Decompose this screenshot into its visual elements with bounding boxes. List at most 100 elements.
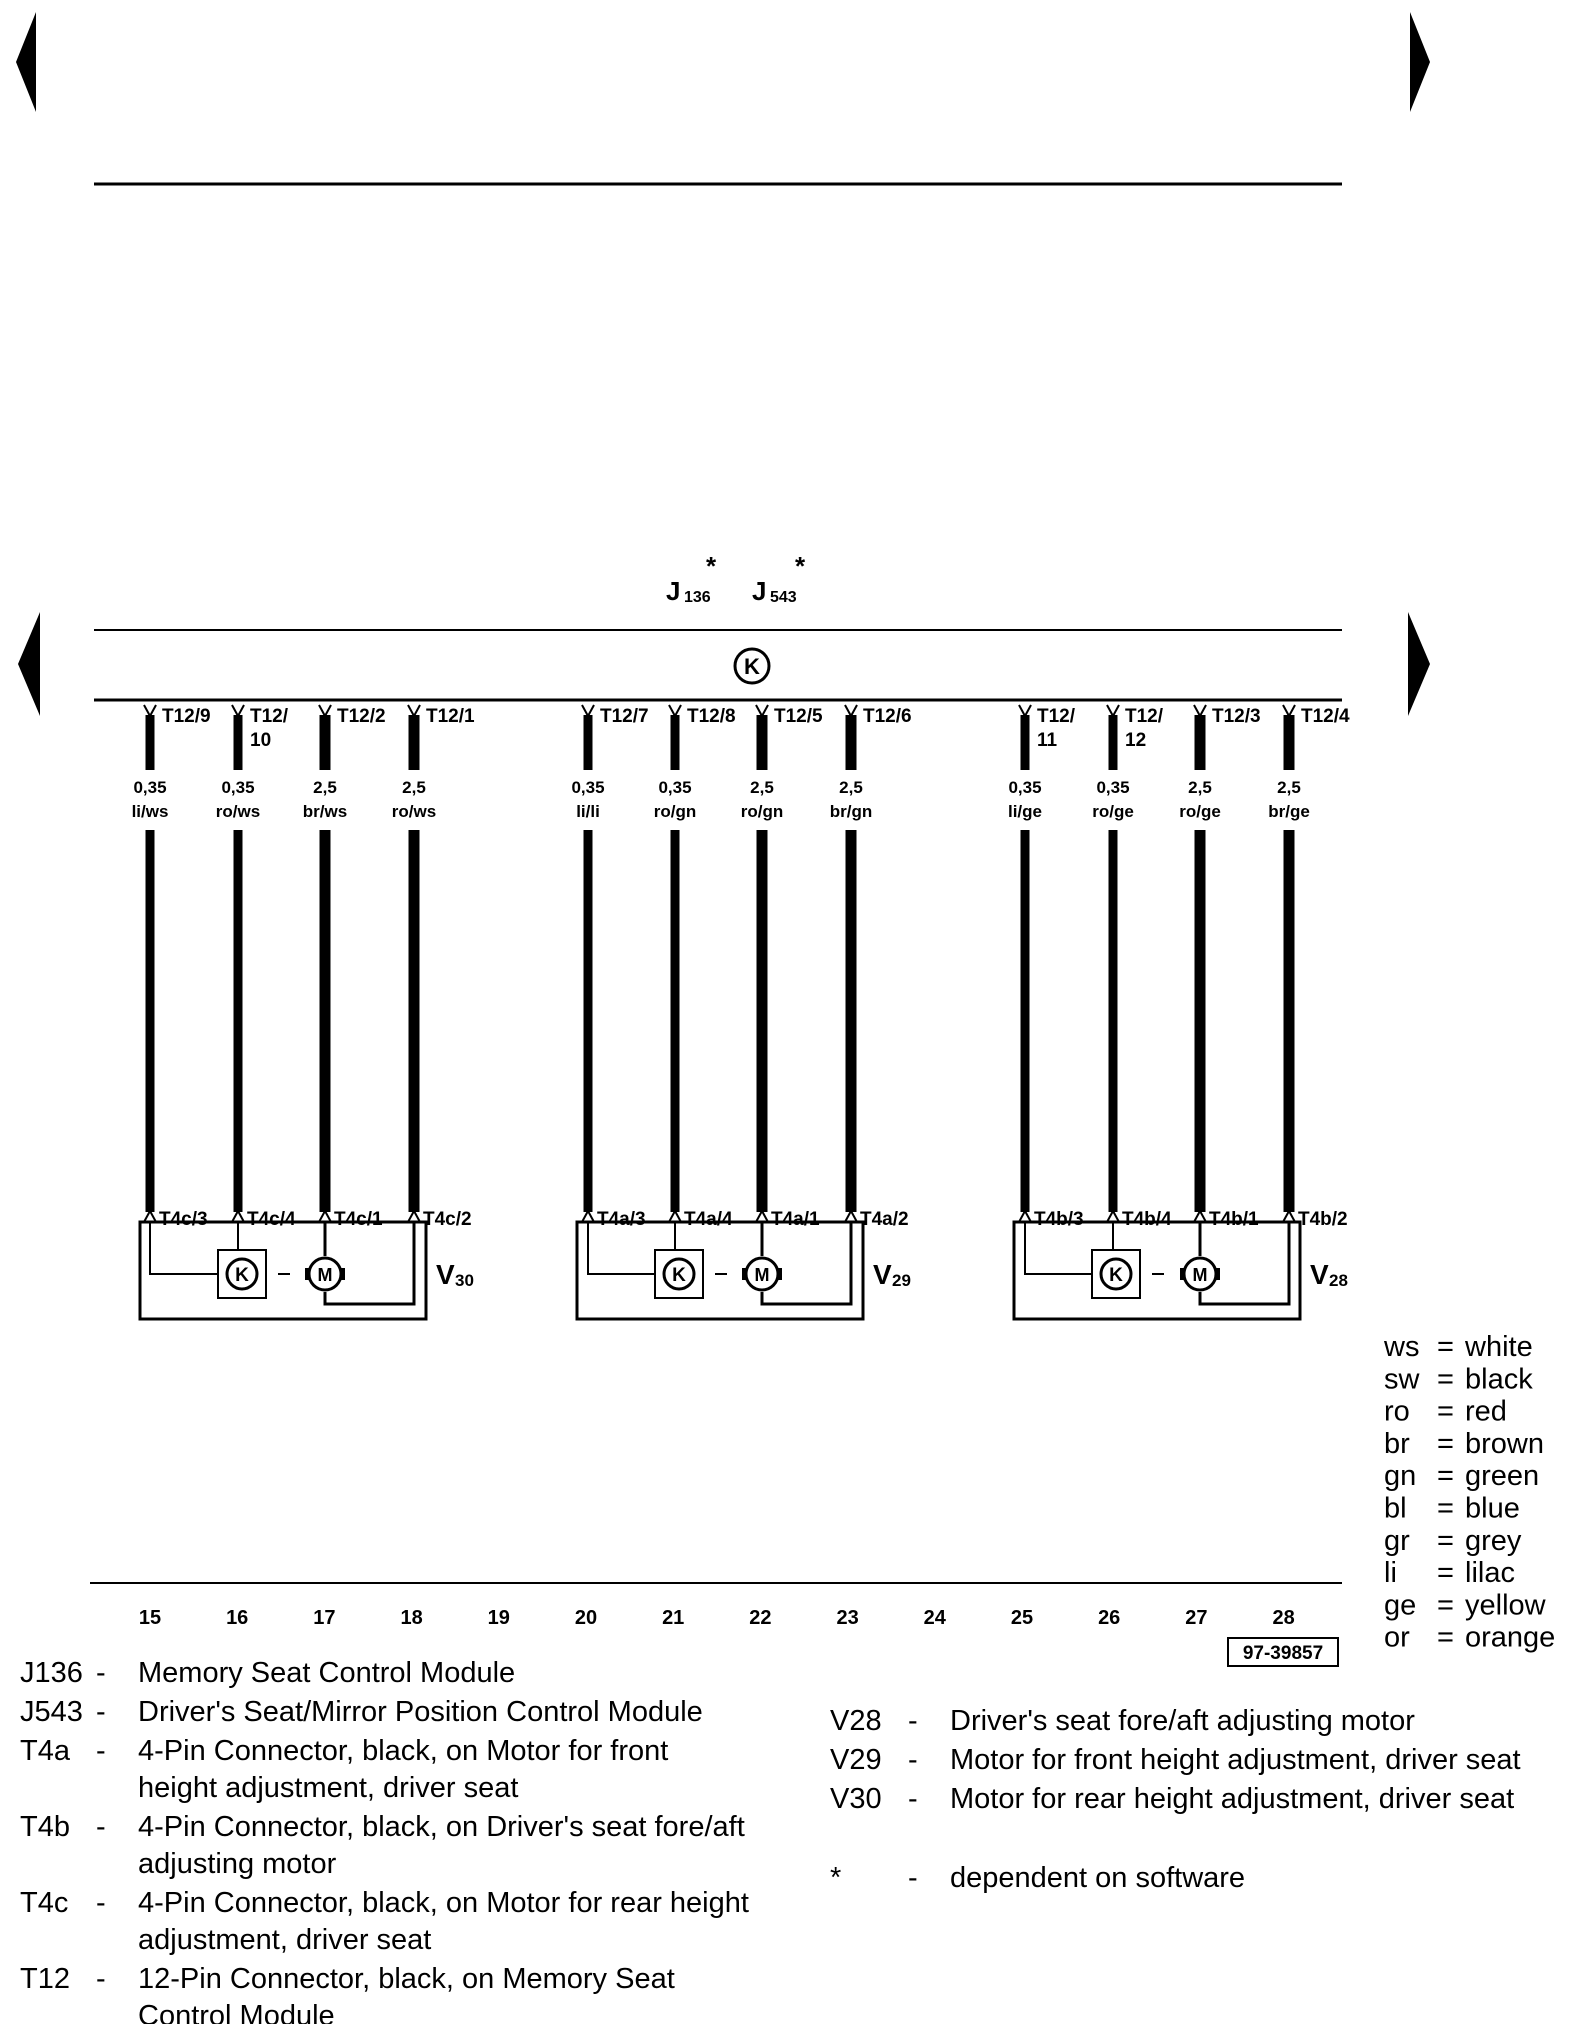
column-number: 25 <box>1011 1607 1033 1629</box>
component-description: Driver's Seat/Mirror Position Control Mo… <box>138 1696 703 1728</box>
component-description: 4-Pin Connector, black, on Motor for rea… <box>138 1887 749 1919</box>
component-dash: - <box>96 1811 106 1843</box>
control-module-labels: J 136 * J 543 * <box>666 551 806 606</box>
internal-wire <box>149 1222 218 1275</box>
color-name: yellow <box>1465 1589 1547 1621</box>
top-pin-label: 12 <box>1125 730 1146 751</box>
component-dash: - <box>908 1783 918 1815</box>
component-code: V30 <box>830 1783 882 1815</box>
wire-top-arrow-icon <box>755 704 769 719</box>
column-number: 20 <box>575 1607 597 1629</box>
top-pin-label: T12/3 <box>1212 706 1261 727</box>
wire-size: 0,35 <box>1096 778 1129 797</box>
top-pin-label: T12/9 <box>162 706 211 727</box>
wire-color-code: ro/gn <box>741 802 784 821</box>
color-name: white <box>1464 1331 1533 1363</box>
wire-color-code: ro/ge <box>1092 802 1134 821</box>
color-code: gr <box>1384 1525 1410 1557</box>
wire-size: 2,5 <box>750 778 774 797</box>
wire-color-code: br/gn <box>830 802 873 821</box>
color-legend: ws=whitesw=blackro=redbr=browngn=greenbl… <box>1383 1331 1555 1654</box>
reference-box: 97-39857 <box>1227 1637 1339 1667</box>
bottom-pin-label: T4a/4 <box>684 1209 733 1230</box>
component-code: V29 <box>830 1744 882 1776</box>
motor-enclosure <box>575 1220 865 1321</box>
component-dash: - <box>96 1963 106 1995</box>
color-code: ge <box>1384 1589 1416 1621</box>
component-description: Control Module <box>138 2000 335 2024</box>
top-pin-label: T12/1 <box>426 706 475 727</box>
top-pin-label: T12/7 <box>600 706 649 727</box>
top-pin-label: T12/5 <box>774 706 823 727</box>
component-dash: - <box>96 1735 106 1767</box>
bottom-pin-label: T4c/4 <box>247 1209 296 1230</box>
wire-bottom-arrow-icon <box>755 1208 769 1223</box>
top-pin-label: T12/2 <box>337 706 386 727</box>
internal-wire <box>323 1222 416 1306</box>
color-name: grey <box>1465 1525 1522 1557</box>
top-pin-label: T12/ <box>1125 706 1164 727</box>
bottom-pin-label: T4c/2 <box>423 1209 472 1230</box>
component-dash: - <box>96 1696 106 1728</box>
component-dash: - <box>96 1887 106 1919</box>
top-pin-label: 10 <box>250 730 271 751</box>
prev-page-arrow-icon[interactable] <box>16 12 36 112</box>
wire-top-arrow-icon <box>1018 704 1032 719</box>
wire-size: 2,5 <box>1188 778 1212 797</box>
position-sensor-letter: K <box>235 1265 249 1286</box>
motor-icon <box>744 1256 780 1292</box>
top-pin-label: 11 <box>1037 730 1058 751</box>
cm-letter-1: J <box>666 576 680 606</box>
motor-icon <box>307 1256 343 1292</box>
column-number: 17 <box>313 1607 335 1629</box>
color-equals: = <box>1437 1557 1454 1589</box>
column-number: 22 <box>749 1607 771 1629</box>
component-description: 12-Pin Connector, black, on Memory Seat <box>138 1963 675 1995</box>
wire-top-arrow-icon <box>1282 704 1296 719</box>
wire-bottom-arrow-icon <box>668 1208 682 1223</box>
motor-designation-letter: V <box>436 1259 455 1290</box>
wire-bottom-arrow-icon <box>1106 1208 1120 1223</box>
color-equals: = <box>1437 1428 1454 1460</box>
component-description: adjusting motor <box>138 1848 337 1880</box>
bottom-pin-label: T4b/3 <box>1034 1209 1084 1230</box>
internal-wire <box>760 1222 853 1306</box>
color-code: li <box>1384 1557 1397 1589</box>
component-description: 4-Pin Connector, black, on Motor for fro… <box>138 1735 668 1767</box>
component-code: T12 <box>20 1963 70 1995</box>
wire-top-arrow-icon <box>1106 704 1120 719</box>
motor-designation-letter: V <box>1310 1259 1329 1290</box>
prev-arrow-icon[interactable] <box>18 612 40 716</box>
color-equals: = <box>1437 1396 1454 1428</box>
component-dash: - <box>908 1862 918 1894</box>
bottom-pin-label: T4a/2 <box>860 1209 909 1230</box>
internal-wire <box>1024 1222 1092 1275</box>
component-code: J136 <box>20 1657 83 1689</box>
cm-mark-1: * <box>706 551 717 581</box>
column-number: 24 <box>924 1607 947 1629</box>
motor-enclosure <box>138 1220 428 1321</box>
next-page-arrow-icon[interactable] <box>1410 12 1430 112</box>
wire-size: 2,5 <box>839 778 863 797</box>
wire-bottom-arrow-icon <box>844 1208 858 1223</box>
next-arrow-icon[interactable] <box>1408 612 1430 716</box>
component-description: Driver's seat fore/aft adjusting motor <box>950 1705 1415 1737</box>
color-equals: = <box>1437 1460 1454 1492</box>
color-code: gn <box>1384 1460 1416 1492</box>
position-sensor-icon <box>662 1257 696 1291</box>
wire-top-arrow-icon <box>668 704 682 719</box>
component-legend: J136-Memory Seat Control ModuleJ543-Driv… <box>20 1657 1521 2024</box>
wire-color-code: ro/ws <box>216 802 260 821</box>
component-description: Memory Seat Control Module <box>138 1657 515 1689</box>
component-code: T4a <box>20 1735 71 1767</box>
column-number: 18 <box>400 1607 422 1629</box>
wire-bottom-arrow-icon <box>231 1208 245 1223</box>
wire-top-arrow-icon <box>407 704 421 719</box>
internal-wire <box>587 1222 655 1275</box>
column-number: 16 <box>226 1607 248 1629</box>
bottom-pin-label: T4c/1 <box>334 1209 383 1230</box>
wire-color-code: br/ws <box>303 802 347 821</box>
cm-number-2: 543 <box>770 589 797 606</box>
motor-designation-number: 28 <box>1329 1271 1348 1290</box>
